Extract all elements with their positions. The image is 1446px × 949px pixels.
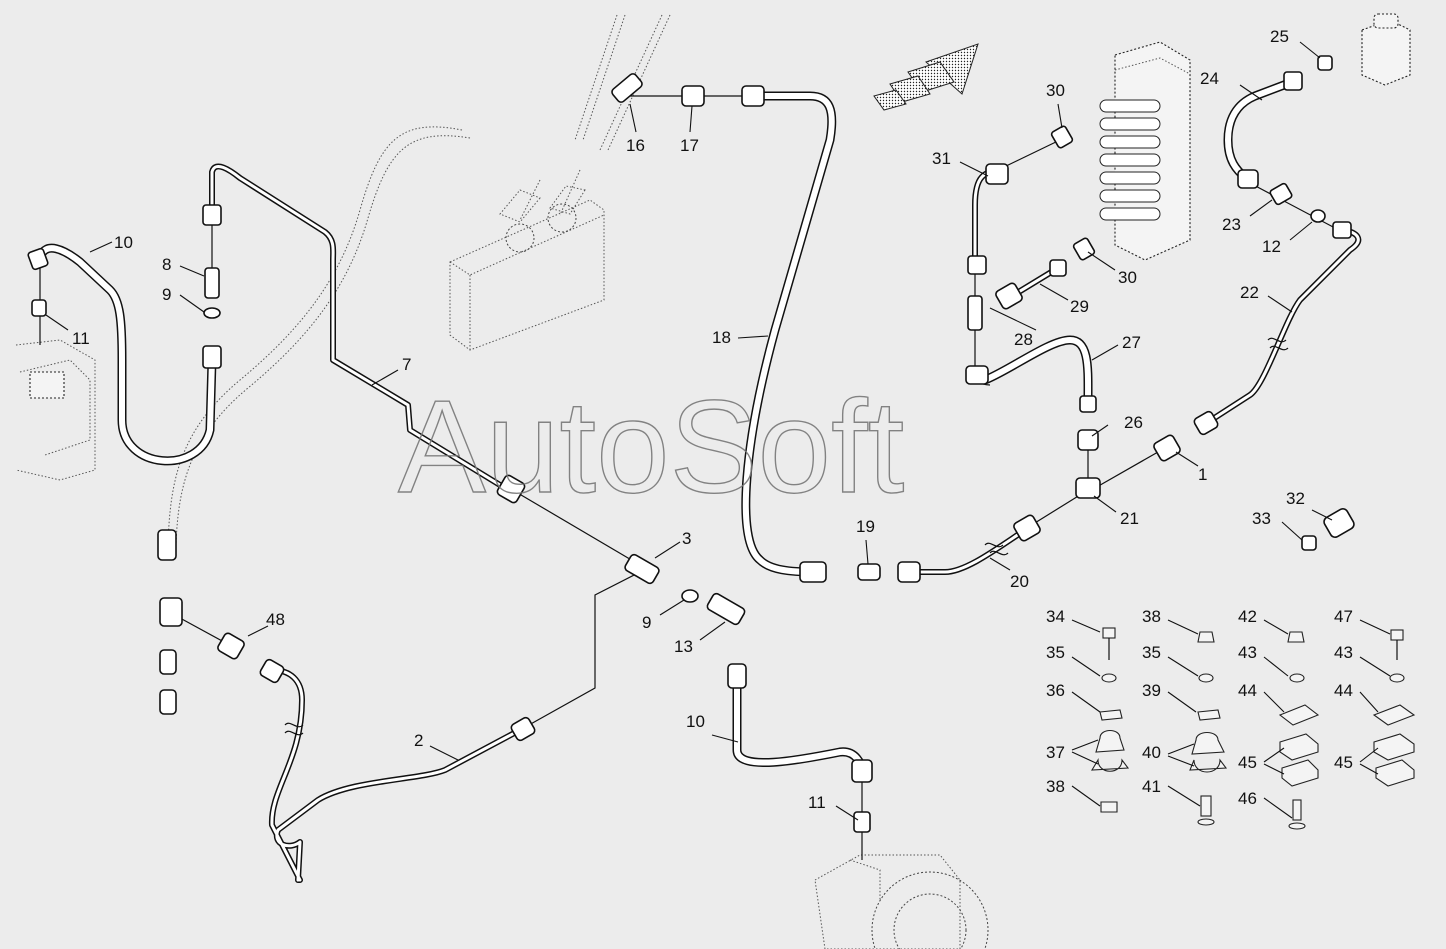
callout-8: 8 (162, 255, 171, 274)
pipe-31-thin (1001, 139, 1061, 169)
pipe-2 (268, 667, 523, 883)
hose-10-left (35, 243, 217, 466)
pipe-1-line (1094, 447, 1166, 489)
kit-col3-row4: 45 (1238, 753, 1257, 772)
kit-col1-row3: 36 (1046, 681, 1065, 700)
callout-31: 31 (932, 149, 951, 168)
pipe-20 (912, 529, 1025, 575)
callout-2: 2 (414, 731, 423, 750)
pump-unit-left (15, 339, 96, 481)
callout-11-lower: 11 (808, 793, 826, 812)
callout-30-upper: 30 (1046, 81, 1065, 100)
kit-col3-row3: 44 (1238, 681, 1257, 700)
kit-col4-row2: 43 (1334, 643, 1353, 662)
callout-25: 25 (1270, 27, 1289, 46)
callout-11-left: 11 (72, 329, 90, 348)
clamp-kit-column-2 (1189, 631, 1228, 826)
kit-col1-row2: 35 (1046, 643, 1065, 662)
kit-col3-row2: 43 (1238, 643, 1257, 662)
callout-21: 21 (1120, 509, 1139, 528)
hose-10-lower (732, 675, 867, 775)
kit-col2-row3: 39 (1142, 681, 1161, 700)
callout-48: 48 (266, 610, 285, 629)
clamp-kit-parts (1090, 627, 1416, 830)
pipe-7 (209, 163, 503, 488)
hose-18 (741, 91, 837, 577)
kit-col1-row4: 37 (1046, 743, 1065, 762)
callout-29: 29 (1070, 297, 1089, 316)
control-valve-bank (1099, 41, 1191, 261)
clamp-kit-column-4 (1372, 629, 1416, 787)
callout-27: 27 (1122, 333, 1141, 352)
callout-30-lower: 30 (1118, 268, 1137, 287)
callout-20: 20 (1010, 572, 1029, 591)
callout-18: 18 (712, 328, 731, 347)
callout-12: 12 (1262, 237, 1281, 256)
kit-col4-row1: 47 (1334, 607, 1353, 626)
hose-24 (1223, 77, 1297, 183)
callout-26: 26 (1124, 413, 1143, 432)
direction-arrow-icon (873, 43, 979, 111)
kit-col2-row1: 38 (1142, 607, 1161, 626)
callout-9-lower: 9 (642, 613, 651, 632)
clamp-kit-column-1 (1090, 627, 1130, 813)
callout-10-left: 10 (114, 233, 133, 252)
pipe-2-thin (519, 571, 641, 731)
callout-7: 7 (402, 355, 411, 374)
kit-col4-row3: 44 (1334, 681, 1353, 700)
kit-col2-row4: 40 (1142, 743, 1161, 762)
callout-labels: 10 11 8 9 7 3 9 13 10 11 2 48 16 17 18 1… (72, 27, 1353, 812)
kit-col3-row1: 42 (1238, 607, 1257, 626)
callout-33: 33 (1252, 509, 1271, 528)
callout-28: 28 (1014, 330, 1033, 349)
kit-col2-row5: 41 (1142, 777, 1161, 796)
leader-lines (45, 41, 1391, 821)
callout-10-lower: 10 (686, 712, 705, 731)
callout-16: 16 (626, 136, 645, 155)
kit-col1-row1: 34 (1046, 607, 1065, 626)
callout-22: 22 (1240, 283, 1259, 302)
kit-col1-row5: 38 (1046, 777, 1065, 796)
callout-3: 3 (682, 529, 691, 548)
kit-col2-row2: 35 (1142, 643, 1161, 662)
callout-17: 17 (680, 136, 699, 155)
watermark-text: AutoSoft (398, 373, 904, 520)
callout-24: 24 (1200, 69, 1219, 88)
callout-19: 19 (856, 517, 875, 536)
swivel-valve-upper-right (1361, 13, 1411, 86)
callout-32: 32 (1286, 489, 1305, 508)
clamp-kit-column-3 (1278, 631, 1320, 830)
hose-27 (980, 335, 1093, 407)
callout-1: 1 (1198, 465, 1207, 484)
pipe-22 (1202, 227, 1362, 427)
kit-col4-row4: 45 (1334, 753, 1353, 772)
hydraulic-motor-block (449, 185, 605, 351)
kit-col3-row5: 46 (1238, 789, 1257, 808)
callout-23: 23 (1222, 215, 1241, 234)
break-marks (284, 337, 1289, 736)
pipe-7-thin (515, 491, 641, 566)
callout-9-upper: 9 (162, 285, 171, 304)
callout-13: 13 (674, 637, 693, 656)
travel-motor-bottom (814, 854, 989, 949)
